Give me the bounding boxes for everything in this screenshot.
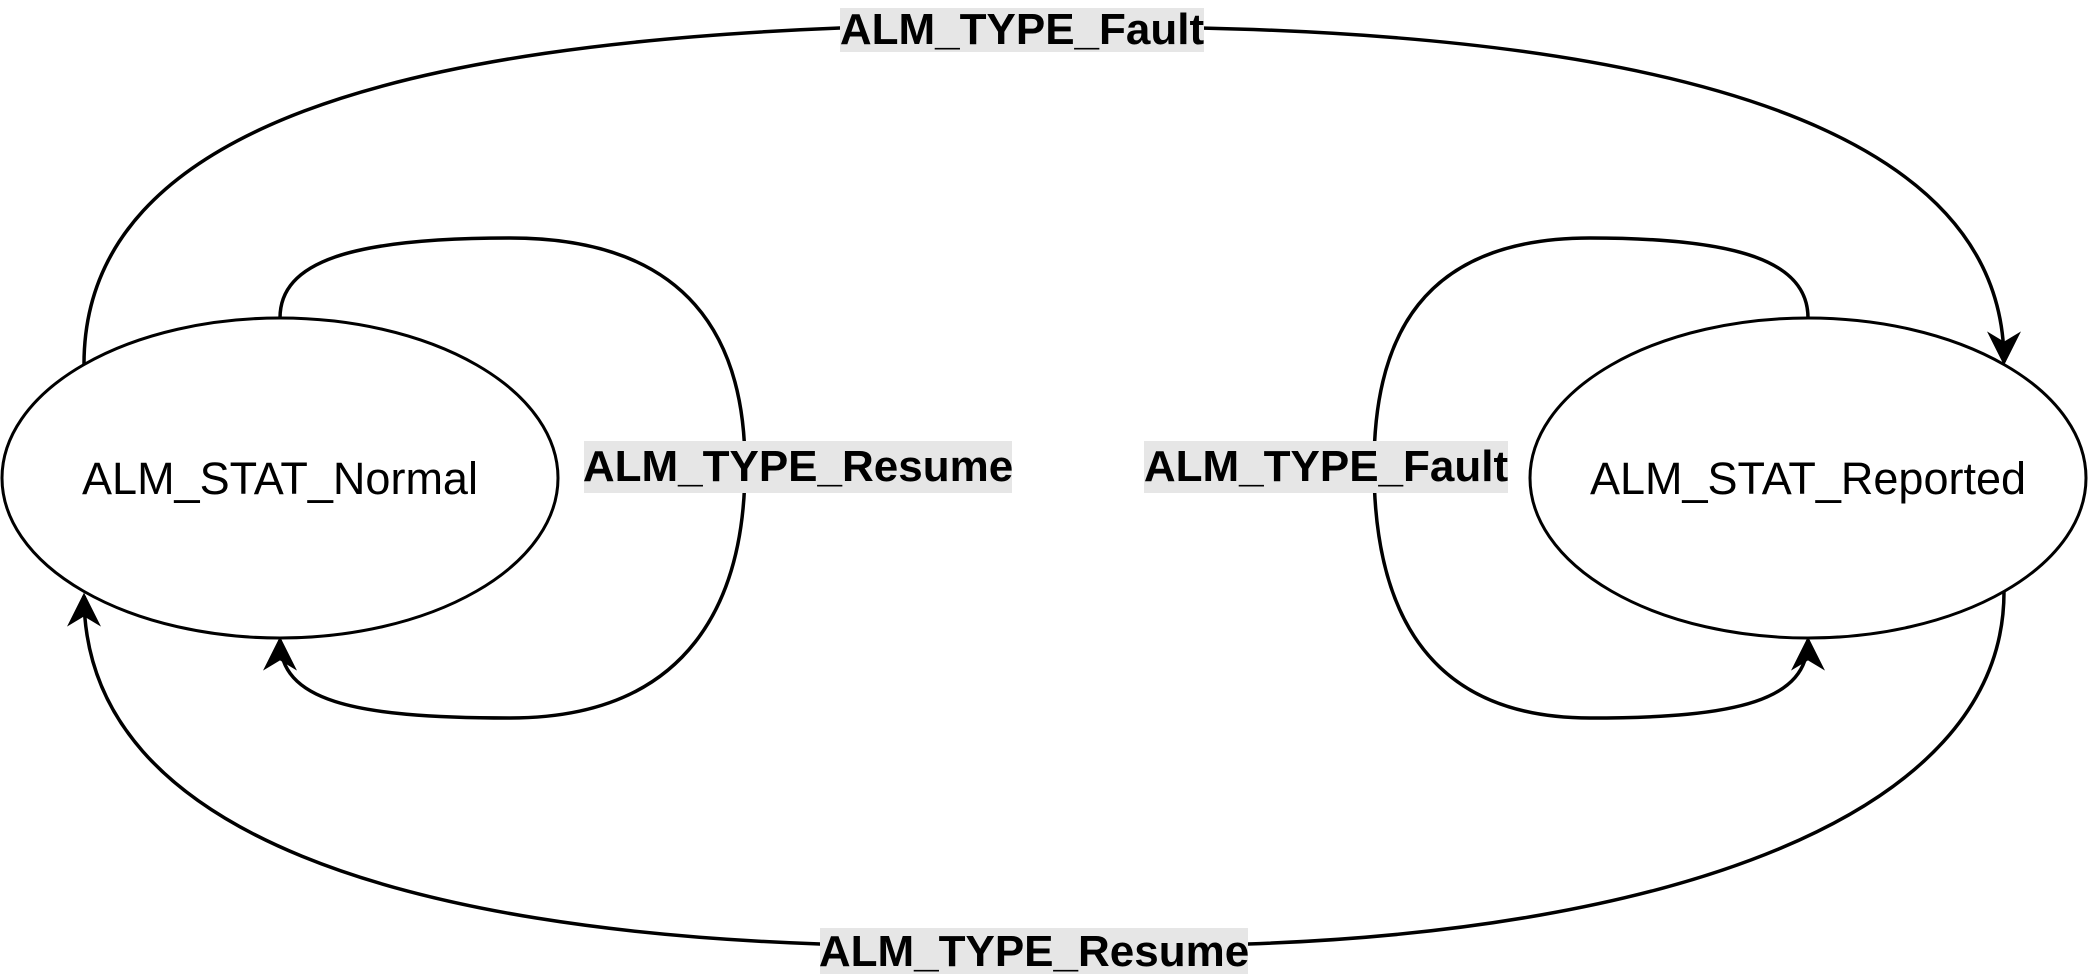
edge-label-text-reported-loop: ALM_TYPE_Fault bbox=[1144, 442, 1509, 491]
edge-label-bg-reported-loop bbox=[1144, 441, 1508, 493]
edge-label-reported-self-loop: ALM_TYPE_Fault bbox=[1144, 441, 1509, 493]
edge-label-text-bottom: ALM_TYPE_Resume bbox=[819, 927, 1249, 976]
edge-label-bg-top bbox=[840, 8, 1204, 52]
edge-label-text-top: ALM_TYPE_Fault bbox=[840, 5, 1205, 54]
state-normal-ellipse bbox=[0, 316, 560, 640]
edge-label-text-normal-loop: ALM_TYPE_Resume bbox=[583, 442, 1013, 491]
edge-label-bg-bottom bbox=[820, 928, 1248, 974]
edge-reported-to-normal bbox=[67, 591, 2006, 946]
edge-label-normal-self-loop: ALM_TYPE_Resume bbox=[583, 441, 1013, 493]
state-normal: ALM_STAT_Normal bbox=[0, 316, 560, 640]
edge-label-normal-to-reported: ALM_TYPE_Fault bbox=[840, 5, 1205, 54]
state-reported: ALM_STAT_Reported bbox=[1528, 316, 2088, 640]
edge-label-reported-to-normal: ALM_TYPE_Resume bbox=[819, 927, 1249, 976]
edge-label-bg-normal-loop bbox=[584, 441, 1012, 493]
state-normal-label: ALM_STAT_Normal bbox=[82, 453, 478, 504]
state-reported-label: ALM_STAT_Reported bbox=[1590, 453, 2026, 504]
edge-normal-to-reported bbox=[82, 26, 2021, 366]
state-reported-ellipse bbox=[1528, 316, 2088, 640]
